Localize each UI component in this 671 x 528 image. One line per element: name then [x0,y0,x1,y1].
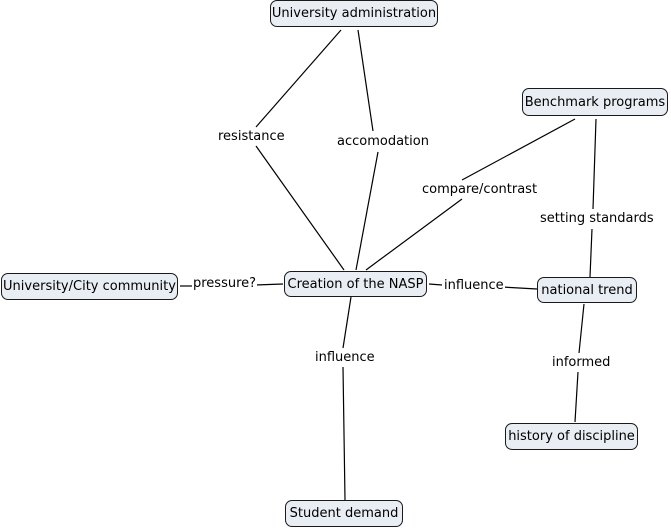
node-student-demand[interactable]: Student demand [285,500,403,527]
line-admin-resistance [255,29,342,128]
node-history-of-discipline[interactable]: history of discipline [505,423,638,450]
link-label-influence-student[interactable]: influence [314,350,376,366]
link-label-setting-standards[interactable]: setting standards [539,211,655,227]
link-label-pressure[interactable]: pressure? [192,276,258,292]
node-creation-of-nasp[interactable]: Creation of the NASP [284,271,427,297]
line-resistance-creation [255,145,345,271]
line-informed-history [574,371,579,423]
node-benchmark-programs[interactable]: Benchmark programs [522,88,668,116]
line-benchmark-compare [461,118,576,181]
line-compare-creation [365,198,463,271]
line-benchmark-setting [592,118,597,210]
link-label-resistance[interactable]: resistance [217,129,286,145]
line-creation-influence2 [342,296,352,349]
line-creation-pressure [254,283,284,286]
node-national-trend[interactable]: national trend [537,277,637,303]
line-influence-national [501,286,538,290]
line-admin-accomodation [357,29,374,132]
link-label-influence-national[interactable]: influence [443,278,505,294]
line-accomodation-creation [355,151,379,271]
node-university-city-community[interactable]: University/City community [1,273,178,300]
node-university-administration[interactable]: University administration [270,0,438,27]
line-creation-influence [428,283,443,286]
line-influence2-student [342,366,346,501]
link-label-informed[interactable]: informed [551,355,612,371]
link-label-accomodation[interactable]: accomodation [336,134,430,150]
link-label-compare-contrast[interactable]: compare/contrast [421,182,539,198]
line-setting-national [589,228,593,278]
line-national-informed [578,303,585,354]
